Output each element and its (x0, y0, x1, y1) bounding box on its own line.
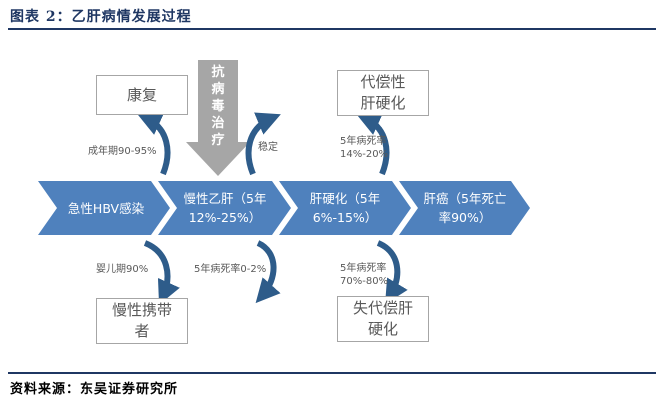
infant-rate-label: 婴儿期90% (96, 264, 149, 275)
decompensated-rate-line-1: 5年病死率 (340, 263, 387, 274)
source-rule (8, 372, 656, 374)
stage-chevron-4 (399, 181, 530, 235)
stage-chevron-2 (158, 181, 291, 235)
arrow-to-carrier (143, 240, 180, 305)
source-note: 资料来源：东吴证券研究所 (10, 382, 179, 397)
treatment-char: 病 (211, 82, 225, 97)
treatment-arrow (186, 60, 250, 176)
decompensated-rate-line-2: 70%-80% (340, 276, 389, 287)
compensated-rate-line-1: 5年病死率 (340, 136, 387, 147)
stage-label-liver-cancer: 肝癌（5年死亡率90%） (423, 191, 507, 225)
arrow-to-decompensated (376, 240, 408, 305)
compensated-rate-label: 5年病死率 14%-20% (340, 135, 388, 161)
stage-label-acute: 急性HBV感染 (67, 200, 145, 216)
decompensated-rate-label: 5年病死率 70%-80% (340, 262, 388, 288)
treatment-char: 疗 (211, 133, 225, 148)
treatment-char: 抗 (211, 65, 225, 80)
stable-label: 稳定 (258, 142, 278, 153)
decompensated-cirrhosis-box: 失代偿肝硬化 (337, 296, 429, 342)
title-rule (8, 28, 656, 30)
compensated-rate-line-2: 14%-20% (340, 149, 389, 160)
arrow-to-compensated (356, 113, 390, 176)
stage-label-cirrhosis: 肝硬化（5年6%-15%） (309, 191, 381, 225)
arrow-stable (245, 112, 281, 176)
stage-chevron-1 (38, 181, 170, 235)
chronic-carrier-box: 慢性携带者 (96, 298, 188, 344)
stage-label-chronic-hepatitis: 慢性乙肝（5年12%-25%） (183, 191, 267, 225)
adult-rate-label: 成年期90-95% (88, 146, 157, 157)
stage-chevron-3 (279, 181, 411, 235)
figure-title: 图表 2：乙肝病情发展过程 (10, 9, 192, 25)
chronic-death-rate-label: 5年病死率0-2% (194, 264, 267, 275)
compensated-cirrhosis-box: 代偿性肝硬化 (337, 70, 429, 116)
recovery-box: 康复 (96, 75, 188, 115)
arrow-to-recovery (137, 113, 171, 176)
treatment-label: 抗 病 毒 治 疗 (205, 64, 231, 149)
treatment-char: 治 (211, 116, 225, 131)
arrow-chronic-death (255, 240, 281, 304)
treatment-char: 毒 (211, 99, 225, 114)
